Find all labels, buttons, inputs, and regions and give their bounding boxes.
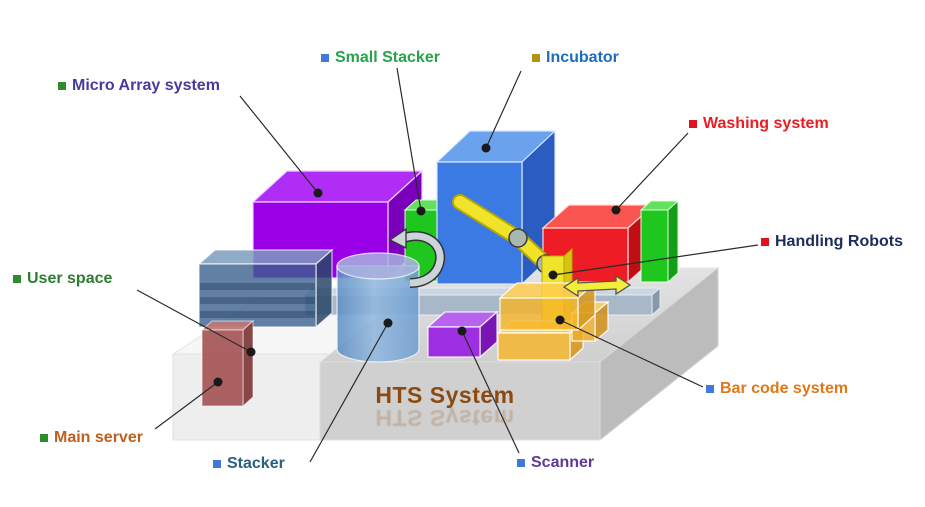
label-scanner: Scanner (517, 454, 594, 472)
leader-dots (213, 143, 621, 387)
label-incubator: Incubator (532, 49, 619, 67)
label-user-space: User space (13, 270, 112, 288)
label-text: Washing system (703, 115, 829, 132)
leader-scanner (461, 330, 520, 454)
rotation-arrow-icon (388, 227, 446, 288)
leader-washing (615, 132, 689, 211)
leader-main-server (154, 381, 219, 430)
platform-title: HTS System (375, 382, 515, 408)
leader-user-space (136, 289, 252, 353)
leader-handling (552, 244, 759, 276)
robot-joint (508, 228, 528, 248)
label-text: Small Stacker (335, 49, 440, 66)
label-washing-system: Washing system (689, 115, 829, 133)
bullet-icon (58, 82, 66, 90)
bullet-icon (532, 54, 540, 62)
label-text: Scanner (531, 454, 595, 471)
auxiliary-green-box (639, 199, 680, 284)
label-small-stacker: Small Stacker (321, 49, 440, 67)
slide-arrow-icon (562, 274, 632, 298)
leader-lines (136, 67, 759, 463)
label-micro-array-system: Micro Array system (58, 77, 220, 95)
leader-stacker (309, 322, 389, 463)
label-main-server: Main server (40, 429, 143, 447)
bullet-icon (689, 120, 697, 128)
main-server-box (200, 319, 255, 408)
bullet-icon (761, 238, 769, 246)
label-bar-code-system: Bar code system (706, 380, 848, 398)
leader-incubator (485, 70, 522, 149)
stacker-cylinder (336, 252, 420, 363)
label-text: Stacker (227, 455, 285, 472)
label-text: Incubator (546, 49, 619, 66)
label-handling-robots: Handling Robots (761, 233, 903, 251)
bullet-icon (706, 385, 714, 393)
user-space-box (197, 248, 334, 329)
label-text: Bar code system (720, 380, 849, 397)
bullet-icon (13, 275, 21, 283)
bullet-icon (517, 459, 525, 467)
leader-micro-array (239, 95, 319, 194)
label-text: Micro Array system (72, 77, 220, 94)
label-text: Handling Robots (775, 233, 903, 250)
label-stacker: Stacker (213, 455, 285, 473)
bullet-icon (40, 434, 48, 442)
leader-small-stacker (396, 67, 422, 212)
platform-title-reflection: HTS System (375, 405, 515, 431)
label-text: User space (27, 270, 113, 287)
bullet-icon (321, 54, 329, 62)
label-text: Main server (54, 429, 143, 446)
bullet-icon (213, 460, 221, 468)
leader-barcode (559, 319, 704, 388)
